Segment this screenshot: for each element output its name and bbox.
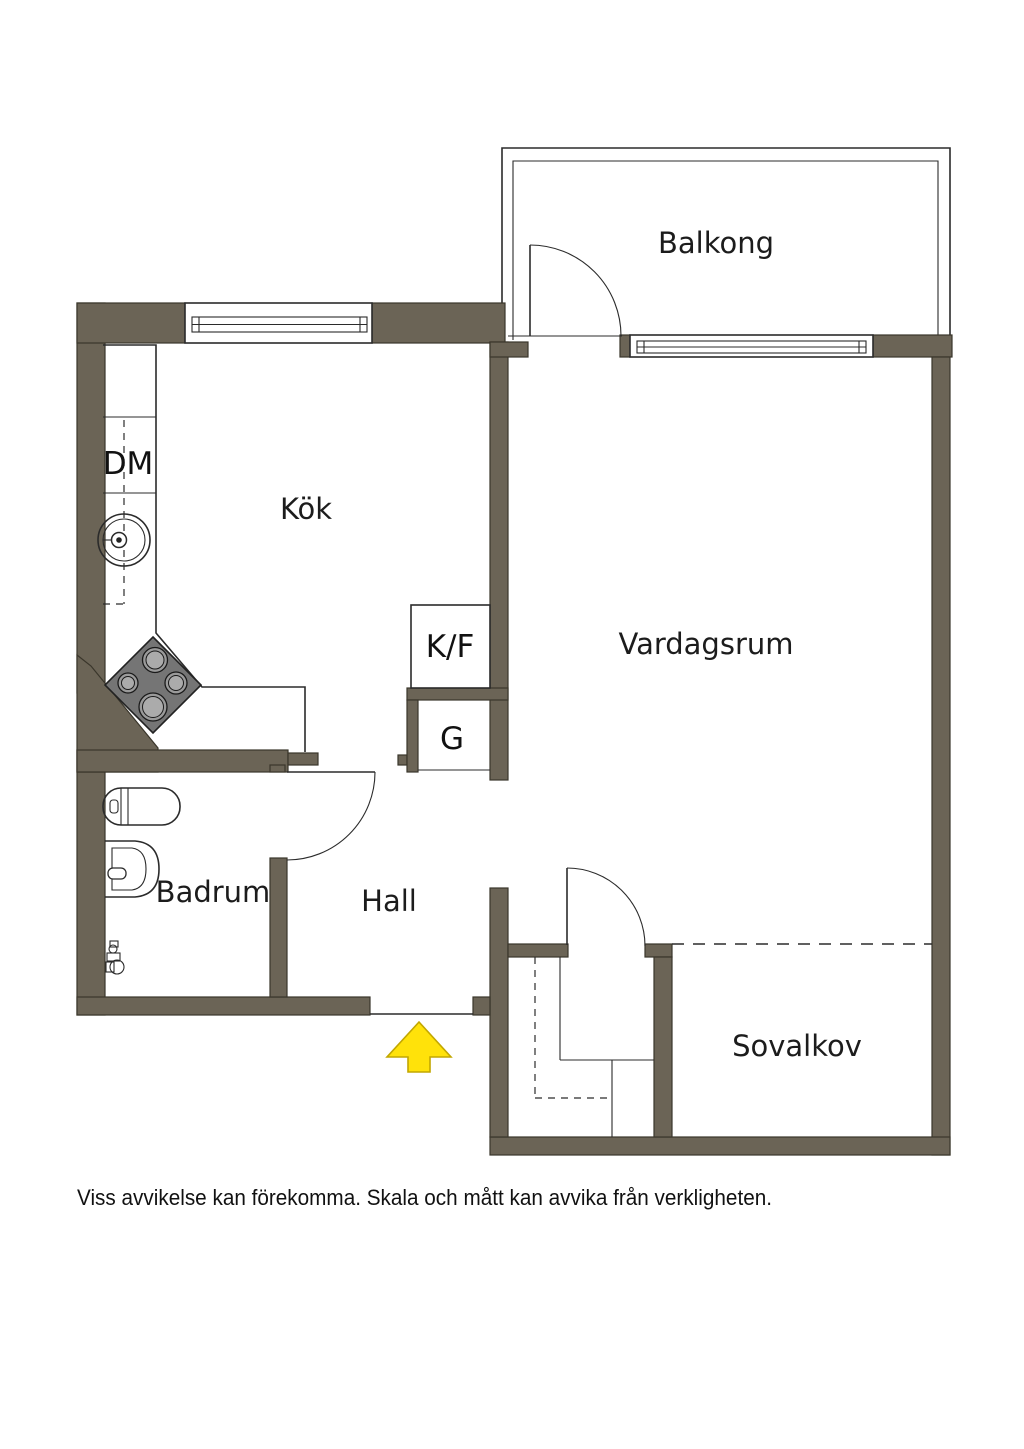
wall-top-kitchen-left xyxy=(76,302,186,344)
wall-kitchen-livingroom-divider xyxy=(489,341,509,781)
room-label-balkong: Balkong xyxy=(658,226,774,260)
kitchen-counter xyxy=(103,344,306,752)
closet-door xyxy=(566,867,646,947)
fixture-label-kf: K/F xyxy=(426,629,475,665)
disclaimer-text: Viss avvikelse kan förekomma. Skala och … xyxy=(77,1185,772,1210)
balcony-outline xyxy=(501,147,951,340)
wall-entrance-stub xyxy=(472,996,491,1016)
bathroom-door xyxy=(286,771,376,861)
wall-hall-bottom xyxy=(76,996,371,1016)
wall-g-left xyxy=(406,699,419,773)
wall-top-right xyxy=(872,334,953,358)
room-label-kok: Kök xyxy=(280,492,332,526)
room-label-vardagsrum: Vardagsrum xyxy=(618,627,793,661)
wall-left-upper xyxy=(76,302,106,694)
room-label-hall: Hall xyxy=(361,884,417,918)
wall-bathroom-hall-divider xyxy=(269,857,288,998)
kitchen-window xyxy=(184,302,373,344)
toilet xyxy=(102,787,181,826)
wall-closet-top xyxy=(507,943,569,958)
wall-top-kitchen-right xyxy=(371,302,506,344)
wall-kitchen-hall xyxy=(287,752,319,766)
wall-g-notch xyxy=(397,754,408,766)
closet-interior xyxy=(534,957,654,1137)
wall-left-lower xyxy=(76,749,106,1016)
wall-tee-notch xyxy=(269,764,286,773)
wall-closet-left xyxy=(489,887,509,1138)
entrance-arrow-icon xyxy=(385,1020,453,1073)
floor-drain-fixture xyxy=(105,940,125,975)
fixture-label-g: G xyxy=(440,721,464,757)
fridge-freezer-cabinet xyxy=(410,604,491,689)
livingroom-window xyxy=(629,334,874,358)
room-label-sovalkov: Sovalkov xyxy=(732,1029,862,1063)
wall-bottom xyxy=(489,1136,951,1156)
fixture-label-dm: DM xyxy=(103,446,154,482)
wall-balconydoor-corner xyxy=(489,341,529,358)
balcony-door xyxy=(508,244,622,337)
stove-burners xyxy=(117,646,188,722)
walls xyxy=(76,302,953,1156)
wall-closet-stub xyxy=(644,943,673,958)
wall-kitchen-bathroom xyxy=(76,749,289,773)
wall-window-pillar xyxy=(619,334,631,358)
wall-kf-g-divider xyxy=(406,687,509,701)
wall-closet-sovalkov xyxy=(653,956,673,1138)
room-label-badrum: Badrum xyxy=(156,875,271,909)
kitchen-sink xyxy=(97,513,151,567)
stove xyxy=(103,635,203,735)
wall-right xyxy=(931,356,951,1156)
bathroom-sink xyxy=(105,840,160,898)
